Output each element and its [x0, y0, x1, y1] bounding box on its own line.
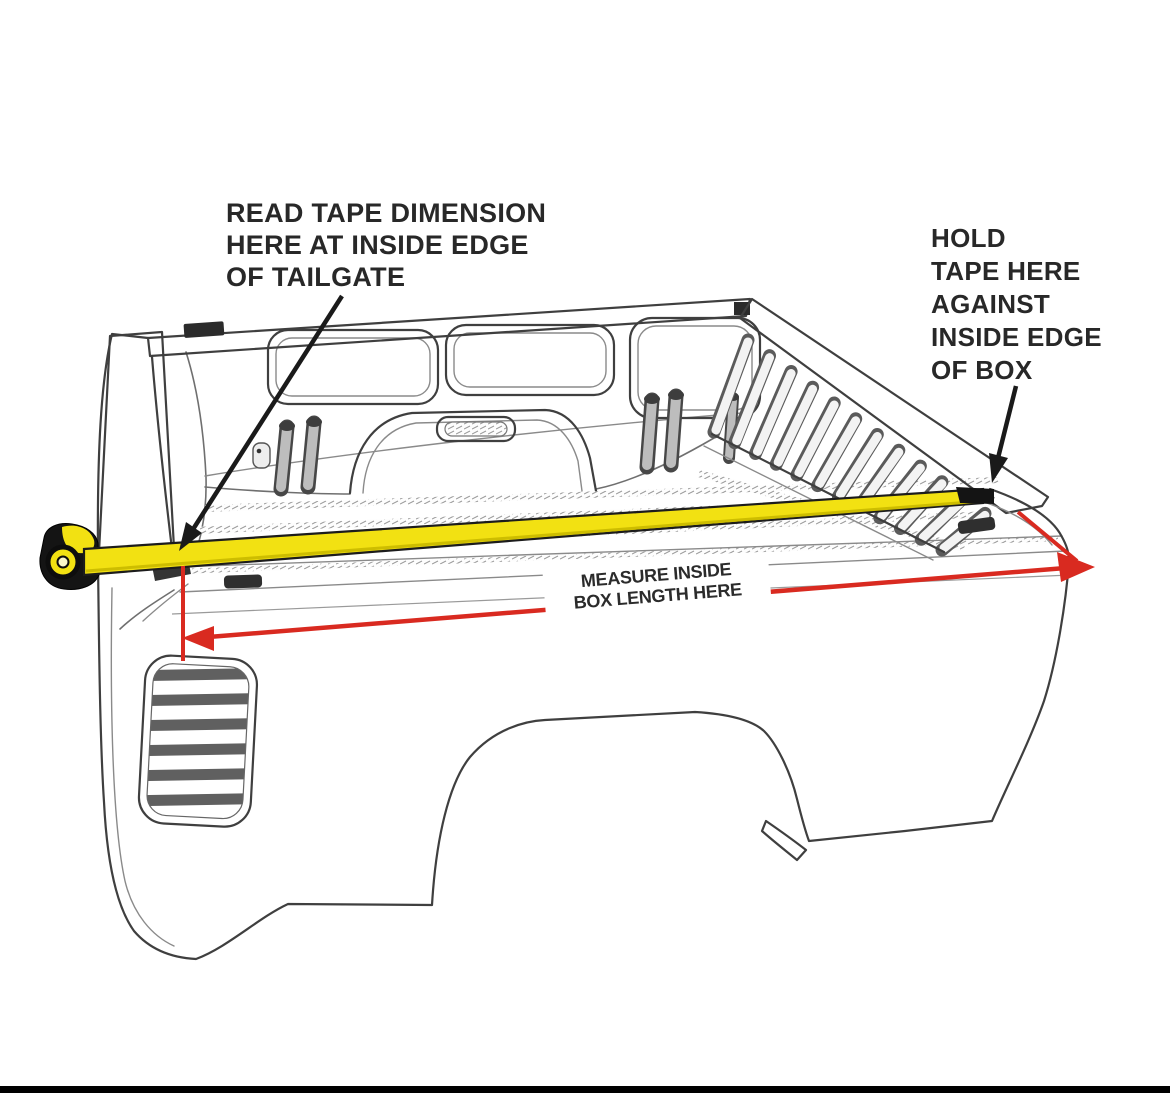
- callout-hold-tape: HOLD TAPE HERE AGAINST INSIDE EDGE OF BO…: [931, 222, 1102, 387]
- far-rail-band: [146, 297, 752, 358]
- recess-inner: [453, 332, 607, 388]
- leader-box-edge: [989, 385, 1019, 483]
- bulkhead-slat-core: [732, 353, 774, 446]
- dimension-arrowhead-right: [1057, 552, 1095, 582]
- callout-hold-tape-line1: HOLD: [931, 223, 1006, 253]
- leader-tailgate: [179, 294, 344, 551]
- body-silhouette: [96, 332, 1071, 961]
- leader-line-box-edge: [994, 385, 1019, 463]
- taillight-lower-outline: [137, 654, 259, 828]
- recess-inner: [275, 337, 431, 397]
- cleat-cap: [306, 417, 322, 427]
- callout-hold-tape-line3: AGAINST: [931, 289, 1051, 319]
- callout-read-tape-line3: OF TAILGATE: [226, 262, 406, 292]
- callout-hold-tape-line4: INSIDE EDGE: [931, 322, 1102, 352]
- rail-cap-inner: [983, 501, 1053, 546]
- far-wall-recesses: [266, 316, 762, 420]
- bulkhead-slat-core: [794, 400, 839, 478]
- dimension-arrowhead-left: [182, 626, 214, 651]
- wheel-hump-outer: [348, 408, 598, 495]
- floor-rib: [177, 536, 1058, 574]
- bulkhead-slat-core: [815, 416, 861, 489]
- cleat-cap: [644, 394, 660, 404]
- tape-blade: [82, 487, 994, 577]
- callout-hold-tape-line5: OF BOX: [931, 355, 1033, 385]
- tie-down-cleats: [252, 388, 739, 497]
- wheel-hump: [348, 408, 598, 495]
- cleat-core: [276, 424, 292, 492]
- bulkhead-slat-core: [773, 384, 818, 467]
- stake-pocket-far: [183, 321, 225, 338]
- leader-line-tailgate: [188, 294, 344, 536]
- tailgate-edge: [150, 355, 176, 568]
- stake-pocket-near-right: [957, 516, 996, 534]
- tape-tip: [956, 487, 994, 504]
- callout-hold-tape-line2: TAPE HERE: [931, 256, 1081, 286]
- recess: [266, 328, 440, 406]
- leader-arrowhead-box-edge: [989, 453, 1008, 483]
- cleat-core: [666, 393, 681, 468]
- bulkhead-base: [710, 432, 946, 554]
- taillight-lower: [137, 654, 259, 828]
- callout-read-tape-line1: READ TAPE DIMENSION: [226, 198, 547, 228]
- taillight-upper-grid: [96, 330, 177, 574]
- rail-line: [175, 535, 1063, 568]
- wheel-hump-inner: [362, 419, 583, 494]
- bulkhead-slat-core: [835, 432, 882, 499]
- wall-bracket-dot: [256, 448, 262, 454]
- recess-inner: [637, 325, 753, 411]
- tape-blade-shade: [85, 499, 984, 573]
- far-rail: [146, 297, 752, 358]
- callout-read-tape-line2: HERE AT INSIDE EDGE: [226, 230, 529, 260]
- mudflap-bracket: [760, 819, 808, 862]
- far-wall-base-right: [595, 437, 715, 490]
- wall-bracket: [252, 442, 271, 469]
- floor-rib: [205, 477, 1000, 512]
- cleat-cap: [279, 421, 295, 431]
- stake-pocket-near-left: [223, 574, 263, 589]
- bulkhead-slat-core: [753, 369, 796, 456]
- leader-arrowhead-tailgate: [179, 522, 202, 551]
- recess: [444, 323, 616, 397]
- hump-handle-inner: [444, 421, 508, 437]
- footer-bar: [0, 1086, 1170, 1093]
- hinge-curve-1: [119, 589, 175, 630]
- bulkhead-slat-core: [711, 337, 753, 435]
- callout-read-tape: READ TAPE DIMENSION HERE AT INSIDE EDGE …: [226, 197, 546, 293]
- tape-reel-hub: [56, 555, 70, 569]
- truck-bed-body: [96, 297, 1071, 961]
- taillight-lower-lens: [146, 663, 250, 820]
- cleat-core: [642, 397, 657, 470]
- cleat-cap: [668, 390, 684, 400]
- extension-line-right: [1016, 510, 1079, 563]
- hump-handle: [435, 415, 517, 443]
- stake-pocket-far-right: [734, 302, 750, 315]
- bumper-inner-line: [110, 587, 175, 947]
- cleat-core: [303, 420, 319, 490]
